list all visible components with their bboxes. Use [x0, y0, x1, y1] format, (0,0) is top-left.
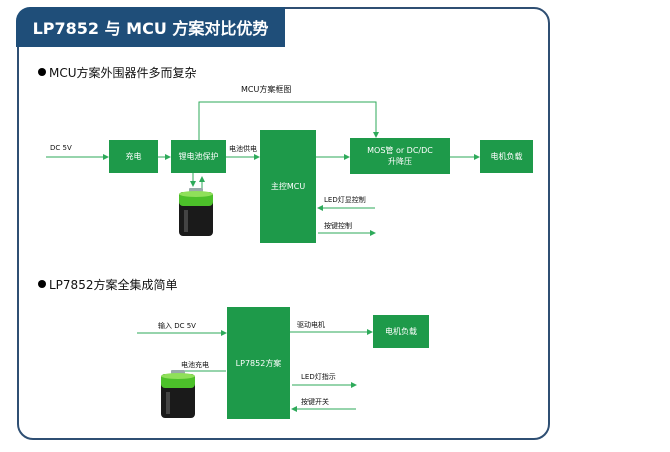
page-title: LP7852 与 MCU 方案对比优势	[16, 7, 285, 47]
line-frame-loop	[198, 101, 379, 140]
input-dc-label: 输入 DC 5V	[158, 322, 196, 330]
mos-box: MOS管 or DC/DC 升降压	[350, 138, 450, 174]
bullet-icon	[38, 68, 46, 76]
key-switch-label: 按键开关	[301, 398, 329, 406]
main-mcu-box: 主控MCU	[260, 130, 316, 243]
section1-heading: MCU方案外围器件多而复杂	[38, 64, 197, 81]
lp7852-box: LP7852方案	[227, 307, 290, 419]
led-control-label: LED灯显控制	[324, 196, 366, 204]
battery-charge-label: 电池充电	[181, 361, 209, 369]
bullet-icon	[38, 280, 46, 288]
drive-motor-label: 驱动电机	[297, 321, 325, 329]
battery-protect-box: 锂电池保护	[171, 140, 226, 173]
led-indicator-label: LED灯指示	[301, 373, 336, 381]
section1-heading-text: MCU方案外围器件多而复杂	[49, 66, 197, 80]
dc-input-label: DC 5V	[50, 144, 72, 152]
key-control-label: 按键控制	[324, 222, 352, 230]
battery-icon	[179, 188, 213, 236]
battery-icon	[161, 370, 195, 418]
section2-heading: LP7852方案全集成简单	[38, 276, 177, 293]
frame-label: MCU方案框图	[241, 85, 292, 94]
motor-load-box: 电机负载	[480, 140, 533, 173]
section2-heading-text: LP7852方案全集成简单	[49, 278, 178, 292]
motor-load-box-2: 电机负载	[373, 315, 429, 348]
battery-supply-label: 电池供电	[229, 145, 257, 153]
charge-box: 充电	[109, 140, 158, 173]
